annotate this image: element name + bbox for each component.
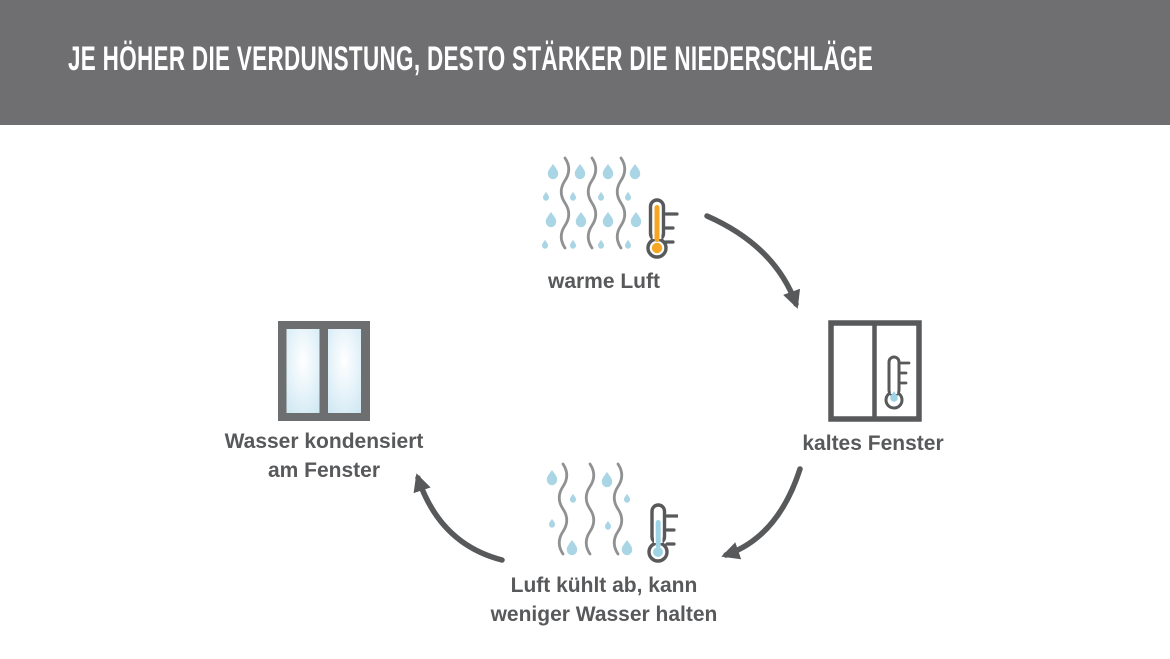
- node-label-line2: weniger Wasser halten: [490, 603, 718, 626]
- node-label-line1: Luft kühlt ab, kann: [510, 574, 698, 597]
- fogged-pane-right: [328, 329, 361, 413]
- title-bar: JE HÖHER DIE VERDUNSTUNG, DESTO STÄRKER …: [0, 0, 1170, 125]
- water-droplets: [541, 163, 642, 249]
- node-label-line2: am Fenster: [267, 459, 381, 482]
- node-label-line1: Wasser kondensiert: [224, 430, 424, 453]
- node-label-warme-luft: warme Luft: [547, 270, 660, 293]
- thermometer-cool-icon: [647, 503, 678, 563]
- arrow-luft-kuehlt-ab-to-wasser-kondensiert: [413, 473, 505, 563]
- arrow-warme-luft-to-kaltes-fenster: [704, 213, 801, 309]
- thermometer-cold-icon: [884, 355, 911, 410]
- humid-air-cool-thermometer-icon: [546, 462, 678, 563]
- node-label-luft-kuehlt-ab: Luft kühlt ab, kann weniger Wasser halte…: [444, 571, 764, 629]
- arrow-kaltes-fenster-to-luft-kuehlt-ab: [721, 466, 803, 560]
- condensed-window-icon: [278, 321, 370, 421]
- fogged-pane-left: [286, 329, 320, 413]
- node-label-wasser-kondensiert: Wasser kondensiert am Fenster: [174, 427, 474, 485]
- window-cold-thermometer-icon: [828, 320, 922, 422]
- node-label-kaltes-fenster: kaltes Fenster: [802, 432, 944, 455]
- page-title: JE HÖHER DIE VERDUNSTUNG, DESTO STÄRKER …: [68, 40, 874, 78]
- rising-vapor-waves: [559, 156, 627, 250]
- humid-air-warm-thermometer-icon: [541, 156, 679, 259]
- thermometer-warm-icon: [646, 198, 679, 259]
- rising-vapor-waves: [557, 462, 624, 556]
